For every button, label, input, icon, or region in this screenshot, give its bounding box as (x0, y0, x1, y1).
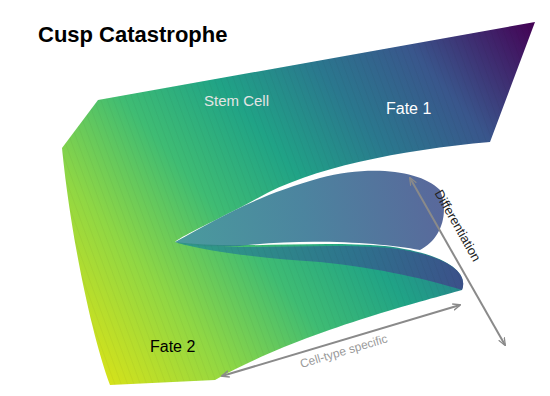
state-label: Stem Cell (204, 92, 269, 109)
axis-label: Cell-type specific (299, 332, 390, 371)
differentiation-arrow (410, 178, 505, 345)
figure-title: Cusp Catastrophe (38, 22, 227, 47)
state-label: Fate 2 (150, 338, 195, 356)
cell-type-arrow (222, 305, 460, 376)
state-label: Fate 1 (386, 100, 431, 118)
